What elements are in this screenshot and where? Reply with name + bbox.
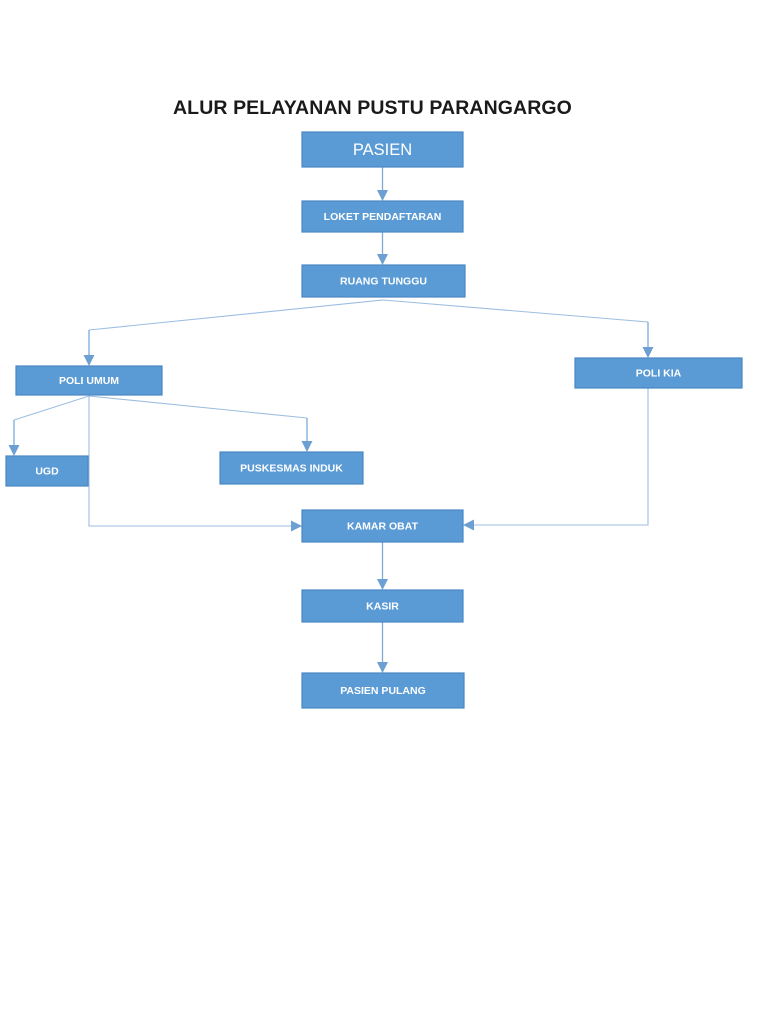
edge-kasir-to-pasien-pulang	[377, 622, 388, 673]
node-loket-pendaftaran-box[interactable]	[301, 200, 464, 233]
node-ruang-tunggu-label: RUANG TUNGGU	[340, 275, 427, 287]
node-ugd-box[interactable]	[5, 455, 89, 487]
node-kamar-obat[interactable]: KAMAR OBAT	[301, 509, 464, 543]
connector-layer	[8, 167, 654, 673]
node-pasien-pulang-box[interactable]	[301, 672, 465, 709]
node-poli-umum-label: POLI UMUM	[59, 375, 119, 387]
edge-ruang-tunggu-to-poli-umum	[83, 299, 384, 366]
edge-kamar-obat-to-kasir	[377, 542, 388, 590]
node-ugd[interactable]: UGD	[5, 455, 89, 487]
node-kamar-obat-box[interactable]	[301, 509, 464, 543]
edge-poli-umum-to-kamar-obat	[88, 396, 302, 532]
node-pasien[interactable]: PASIEN	[301, 131, 464, 168]
edge-loket-to-ruang-tunggu	[377, 232, 388, 265]
node-kasir-label: KASIR	[366, 600, 399, 612]
node-ruang-tunggu-box[interactable]	[301, 264, 466, 298]
page-title: ALUR PELAYANAN PUSTU PARANGARGO	[173, 97, 572, 119]
node-poli-kia[interactable]: POLI KIA	[574, 357, 743, 389]
node-loket-pendaftaran[interactable]: LOKET PENDAFTARAN	[301, 200, 464, 233]
edge-pasien-to-loket	[377, 167, 388, 201]
node-poli-umum[interactable]: POLI UMUM	[15, 365, 163, 396]
node-puskesmas-induk[interactable]: PUSKESMAS INDUK	[219, 451, 364, 485]
node-kamar-obat-label: KAMAR OBAT	[347, 520, 419, 532]
node-pasien-pulang[interactable]: PASIEN PULANG	[301, 672, 465, 709]
edge-poli-kia-to-kamar-obat	[463, 388, 649, 531]
node-puskesmas-induk-box[interactable]	[219, 451, 364, 485]
node-poli-kia-label: POLI KIA	[636, 367, 682, 379]
edge-ruang-tunggu-to-poli-kia	[382, 299, 654, 358]
node-poli-kia-box[interactable]	[574, 357, 743, 389]
node-pasien-pulang-label: PASIEN PULANG	[340, 685, 426, 697]
node-kasir[interactable]: KASIR	[301, 589, 464, 623]
node-ruang-tunggu[interactable]: RUANG TUNGGU	[301, 264, 466, 298]
node-pasien-box[interactable]	[301, 131, 464, 168]
node-pasien-label: PASIEN	[353, 141, 412, 159]
node-poli-umum-box[interactable]	[15, 365, 163, 396]
node-kasir-box[interactable]	[301, 589, 464, 623]
node-loket-pendaftaran-label: LOKET PENDAFTARAN	[324, 211, 442, 223]
edge-poli-umum-to-puskesmas-induk	[88, 395, 313, 452]
node-layer: PASIEN LOKET PENDAFTARAN RUANG TUNGGU PO…	[5, 131, 743, 709]
node-puskesmas-induk-label: PUSKESMAS INDUK	[240, 462, 343, 474]
edge-poli-umum-to-ugd	[8, 395, 90, 456]
node-ugd-label: UGD	[35, 465, 59, 477]
